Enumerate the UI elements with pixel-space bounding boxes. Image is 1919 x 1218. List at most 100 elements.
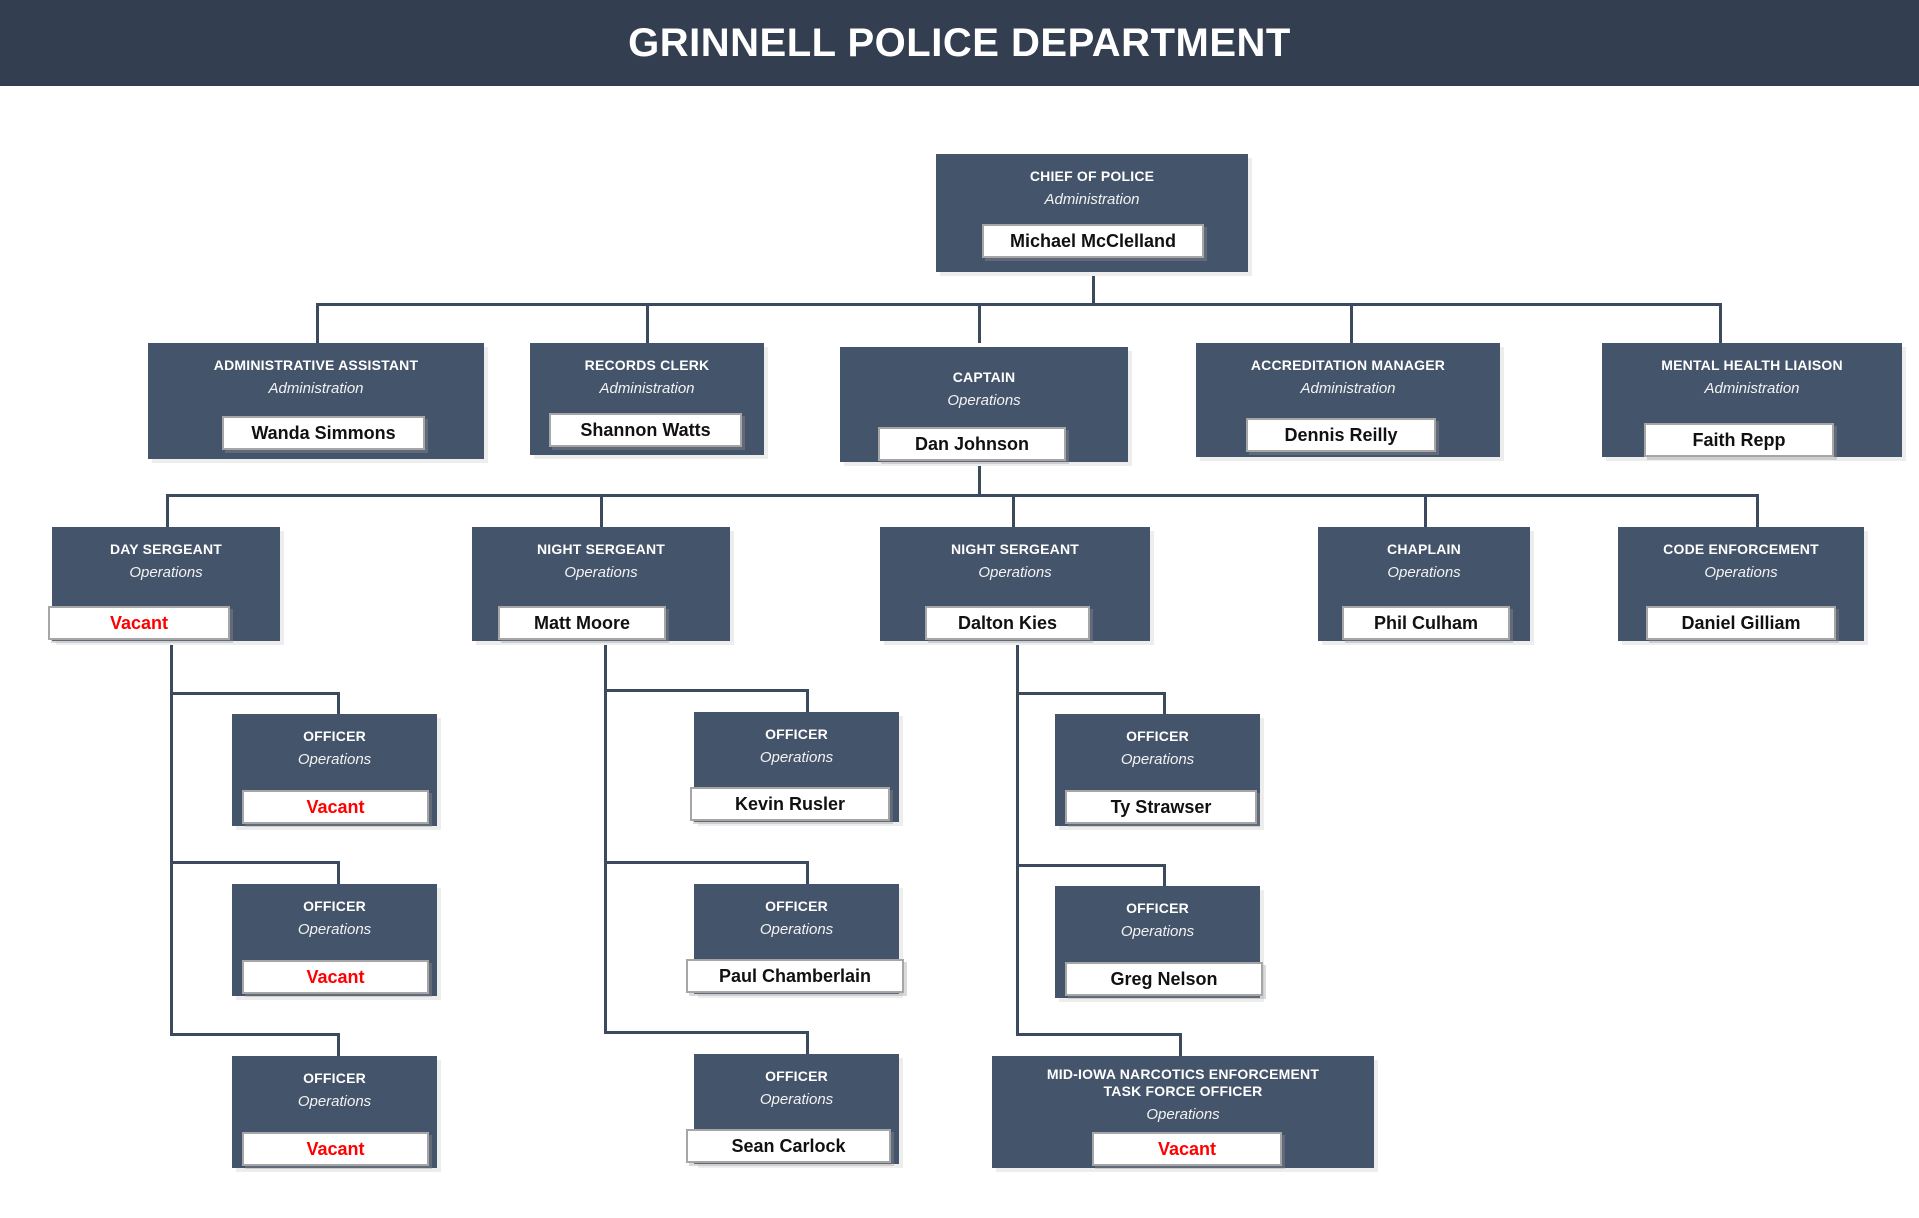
connector-night2-officer-1 — [1016, 692, 1166, 695]
connector-day-officer-2 — [170, 861, 340, 864]
connector-night1-officer-2-drop — [806, 861, 809, 885]
node-department: Administration — [599, 380, 695, 398]
connector-to-code-enforcement — [1756, 494, 1759, 527]
connector-day-officer-1 — [170, 692, 340, 695]
node-name-plate[interactable]: Vacant — [242, 960, 429, 994]
node-name-plate[interactable]: Ty Strawser — [1065, 790, 1257, 824]
node-name-plate[interactable]: Matt Moore — [498, 606, 666, 640]
node-department: Administration — [1704, 380, 1800, 398]
connector-to-mh-liaison — [1719, 303, 1722, 343]
node-title: ADMINISTRATIVE ASSISTANT — [213, 357, 419, 373]
page-title: GRINNELL POLICE DEPARTMENT — [628, 20, 1291, 65]
connector-to-chaplain — [1424, 494, 1427, 527]
connector-night1-trunk — [604, 641, 607, 1031]
node-title: OFFICER — [303, 898, 366, 914]
node-title: OFFICER — [765, 726, 828, 742]
node-officer-night2-2[interactable]: OFFICER Operations Greg Nelson — [1055, 886, 1264, 1002]
connector-day-officer-2-drop — [337, 861, 340, 885]
connector-day-officer-1-drop — [337, 692, 340, 716]
connector-day-officer-3-drop — [337, 1033, 340, 1057]
node-officer-day-1[interactable]: OFFICER Operations Vacant — [232, 714, 441, 830]
node-name-plate[interactable]: Paul Chamberlain — [686, 959, 904, 993]
node-name-plate[interactable]: Phil Culham — [1342, 606, 1510, 640]
node-accreditation-manager[interactable]: ACCREDITATION MANAGER Administration Den… — [1196, 343, 1504, 461]
node-department: Administration — [268, 380, 364, 398]
node-name-plate[interactable]: Michael McClelland — [982, 224, 1204, 258]
node-name-plate[interactable]: Dan Johnson — [878, 427, 1066, 461]
connector-night2-narcotics-drop — [1179, 1033, 1182, 1057]
node-code-enforcement[interactable]: CODE ENFORCEMENT Operations Daniel Gilli… — [1618, 527, 1868, 645]
node-department: Operations — [129, 564, 203, 582]
connector-night2-officer-2 — [1016, 864, 1166, 867]
node-department: Operations — [947, 392, 1021, 410]
node-title: NIGHT SERGEANT — [950, 541, 1080, 557]
connector-night1-officer-3 — [604, 1031, 809, 1034]
node-department: Operations — [759, 1091, 834, 1109]
connector-to-captain — [978, 303, 981, 343]
node-administrative-assistant[interactable]: ADMINISTRATIVE ASSISTANT Administration … — [148, 343, 488, 463]
node-captain[interactable]: CAPTAIN Operations Dan Johnson — [840, 347, 1132, 466]
node-name-plate[interactable]: Daniel Gilliam — [1646, 606, 1836, 640]
node-day-sergeant[interactable]: DAY SERGEANT Operations Vacant — [48, 527, 284, 645]
node-officer-night2-1[interactable]: OFFICER Operations Ty Strawser — [1055, 714, 1264, 830]
node-chief-of-police[interactable]: CHIEF OF POLICE Administration Michael M… — [936, 154, 1252, 276]
node-title: CHAPLAIN — [1387, 541, 1461, 557]
node-title: CODE ENFORCEMENT — [1663, 541, 1819, 557]
node-name-plate[interactable]: Faith Repp — [1644, 423, 1834, 457]
node-chaplain[interactable]: CHAPLAIN Operations Phil Culham — [1318, 527, 1534, 645]
node-title: ACCREDITATION MANAGER — [1250, 357, 1446, 373]
connector-day-sergeant-trunk — [170, 641, 173, 1035]
node-department: Operations — [759, 921, 834, 939]
node-name-plate[interactable]: Greg Nelson — [1065, 962, 1263, 996]
connector-night1-officer-3-drop — [806, 1031, 809, 1055]
node-body: ADMINISTRATIVE ASSISTANT Administration — [148, 343, 484, 459]
node-name-plate[interactable]: Kevin Rusler — [690, 787, 890, 821]
node-title: MENTAL HEALTH LIAISON — [1661, 357, 1843, 373]
node-title: OFFICER — [765, 1068, 828, 1084]
node-title: CHIEF OF POLICE — [1029, 168, 1155, 184]
node-department: Operations — [297, 751, 372, 769]
node-officer-night1-3[interactable]: OFFICER Operations Sean Carlock — [686, 1054, 903, 1168]
connector-to-day-sergeant — [166, 494, 169, 527]
node-name-plate[interactable]: Sean Carlock — [686, 1129, 891, 1163]
node-name-plate[interactable]: Dalton Kies — [925, 606, 1090, 640]
node-title: CAPTAIN — [952, 369, 1016, 385]
connector-night1-officer-1 — [604, 689, 809, 692]
connector-captain-down — [978, 462, 981, 495]
node-department: Operations — [564, 564, 638, 582]
node-narcotics-task-force[interactable]: MID-IOWA NARCOTICS ENFORCEMENT TASK FORC… — [992, 1056, 1378, 1172]
node-officer-day-2[interactable]: OFFICER Operations Vacant — [232, 884, 441, 1000]
connector-to-records-clerk — [646, 303, 649, 343]
node-title: OFFICER — [303, 1070, 366, 1086]
node-title: DAY SERGEANT — [109, 541, 223, 557]
connector-chief-down — [1092, 272, 1095, 304]
node-department: Operations — [297, 1093, 372, 1111]
node-name-plate[interactable]: Vacant — [242, 790, 429, 824]
node-name-plate[interactable]: Wanda Simmons — [222, 416, 425, 450]
node-officer-night1-1[interactable]: OFFICER Operations Kevin Rusler — [690, 712, 903, 826]
node-name-plate[interactable]: Vacant — [242, 1132, 429, 1166]
connector-to-admin-asst — [316, 303, 319, 343]
node-records-clerk[interactable]: RECORDS CLERK Administration Shannon Wat… — [530, 343, 768, 459]
connector-row2-bus — [316, 303, 1720, 306]
node-department: Operations — [978, 564, 1052, 582]
connector-day-officer-3 — [170, 1033, 340, 1036]
node-night-sergeant-1[interactable]: NIGHT SERGEANT Operations Matt Moore — [472, 527, 734, 645]
node-department: Operations — [759, 749, 834, 767]
node-officer-day-3[interactable]: OFFICER Operations Vacant — [232, 1056, 441, 1172]
node-name-plate[interactable]: Vacant — [48, 606, 230, 640]
connector-to-night-sergeant-2 — [1012, 494, 1015, 527]
connector-night2-trunk — [1016, 641, 1019, 1035]
node-title: RECORDS CLERK — [584, 357, 710, 373]
node-name-plate[interactable]: Shannon Watts — [549, 413, 742, 447]
connector-night2-narcotics — [1016, 1033, 1182, 1036]
node-name-plate[interactable]: Dennis Reilly — [1246, 418, 1436, 452]
node-title-line-2: TASK FORCE OFFICER — [1103, 1082, 1263, 1099]
node-mental-health-liaison[interactable]: MENTAL HEALTH LIAISON Administration Fai… — [1602, 343, 1906, 461]
connector-night2-officer-1-drop — [1163, 692, 1166, 716]
node-night-sergeant-2[interactable]: NIGHT SERGEANT Operations Dalton Kies — [880, 527, 1154, 645]
node-department: Operations — [297, 921, 372, 939]
node-officer-night1-2[interactable]: OFFICER Operations Paul Chamberlain — [686, 884, 904, 998]
node-name-plate[interactable]: Vacant — [1092, 1132, 1282, 1166]
